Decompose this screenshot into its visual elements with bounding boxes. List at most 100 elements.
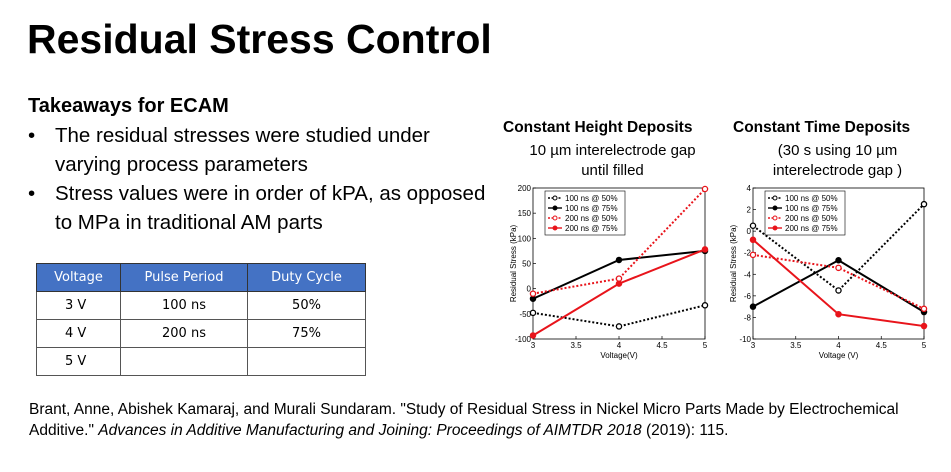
right-chart-data-point — [920, 322, 928, 330]
right-chart-legend-label: 100 ns @ 75% — [785, 204, 838, 213]
left-chart-y-axis-label: Residual Stress (kPa) — [509, 224, 518, 302]
table-cell: 4 V — [36, 319, 121, 348]
left-chart-series-line — [532, 188, 706, 295]
right-chart-legend-marker — [772, 225, 778, 231]
right-chart-y-tick-label: -10 — [739, 335, 751, 344]
left-chart-legend-marker — [552, 195, 558, 201]
bullet-item: The residual stresses were studied under… — [28, 121, 488, 179]
left-chart-legend-marker — [552, 215, 558, 221]
left-chart-y-tick-label: 200 — [518, 184, 532, 193]
left-chart-legend-marker — [552, 205, 558, 211]
right-chart-x-tick-label: 4 — [836, 341, 841, 350]
left-chart-y-tick-label: 150 — [518, 209, 532, 218]
left-chart-subtitle-line: until filled — [581, 162, 644, 179]
left-chart-title: Constant Height Deposits — [503, 119, 693, 136]
table-cell — [247, 347, 366, 376]
table-row: 3 V 100 ns 50% — [36, 291, 366, 320]
left-chart-legend-marker — [552, 225, 558, 231]
right-chart-x-tick-label: 3 — [751, 341, 756, 350]
table-header-cell: Duty Cycle — [247, 263, 366, 292]
left-chart-y-tick-label: -50 — [519, 310, 531, 319]
table-row: 5 V — [36, 347, 366, 376]
takeaways-block: Takeaways for ECAM The residual stresses… — [28, 93, 488, 237]
right-chart-y-tick-label: -8 — [744, 313, 752, 322]
left-chart-data-point — [615, 256, 623, 264]
right-chart-title: Constant Time Deposits — [733, 119, 911, 136]
right-chart-x-tick-label: 3.5 — [790, 341, 802, 350]
table-cell: 200 ns — [120, 319, 248, 348]
left-chart-legend-label: 100 ns @ 50% — [565, 194, 618, 203]
table-header-cell: Voltage — [36, 263, 121, 292]
table-cell: 5 V — [36, 347, 121, 376]
right-chart-data-point — [920, 200, 928, 208]
left-chart-x-tick-label: 3.5 — [570, 341, 582, 350]
left-chart-legend-label: 100 ns @ 75% — [565, 204, 618, 213]
left-chart-x-tick-label: 4 — [617, 341, 622, 350]
table-cell: 3 V — [36, 291, 121, 320]
right-chart-y-tick-label: -6 — [744, 292, 752, 301]
citation-year: (2019): 115. — [641, 422, 729, 439]
table-cell — [120, 347, 248, 376]
table-cell: 75% — [247, 319, 366, 348]
left-chart-y-tick-label: 50 — [522, 260, 531, 269]
bullet-list: The residual stresses were studied under… — [28, 121, 488, 237]
left-chart-y-tick-label: -100 — [515, 335, 532, 344]
right-chart-data-point — [835, 310, 842, 318]
table-cell: 50% — [247, 291, 366, 320]
right-chart-x-tick-label: 5 — [922, 341, 927, 350]
left-chart-legend-label: 200 ns @ 75% — [565, 224, 618, 233]
left-chart-data-point — [529, 332, 537, 339]
right-chart-data-point — [749, 251, 757, 259]
left-chart-x-tick-label: 3 — [531, 341, 536, 350]
right-chart-legend-label: 200 ns @ 50% — [785, 214, 838, 223]
left-chart-data-point — [701, 246, 709, 253]
right-chart-legend-label: 200 ns @ 75% — [785, 224, 838, 233]
right-chart-subtitle-line: interelectrode gap ) — [772, 162, 903, 179]
right-chart-legend-marker — [772, 215, 778, 221]
right-chart-subtitle-line: (30 s using 10 µm — [777, 142, 898, 159]
takeaways-heading: Takeaways for ECAM — [28, 95, 229, 117]
left-chart-data-point — [529, 309, 537, 317]
citation-journal: Advances in Additive Manufacturing and J… — [98, 422, 642, 439]
right-chart-x-tick-label: 4.5 — [876, 341, 888, 350]
table-header-cell: Pulse Period — [120, 263, 248, 292]
left-chart-x-tick-label: 5 — [703, 341, 708, 350]
table-cell: 100 ns — [120, 291, 248, 320]
right-chart-y-tick-label: 2 — [747, 206, 752, 215]
right-chart-data-point — [749, 303, 757, 310]
right-chart-y-tick-label: -4 — [744, 270, 752, 279]
right-chart-y-tick-label: -2 — [744, 249, 752, 258]
left-chart-subtitle: 10 µm interelectrode gap until filled — [500, 141, 725, 181]
slide-title: Residual Stress Control — [27, 16, 492, 62]
citation: Brant, Anne, Abishek Kamaraj, and Murali… — [29, 399, 929, 441]
left-chart-data-point — [615, 280, 623, 287]
right-chart-legend-marker — [772, 205, 778, 211]
left-chart-x-axis-label: Voltage(V) — [600, 351, 638, 360]
right-chart-data-point — [835, 287, 842, 294]
right-chart-data-point — [920, 305, 928, 313]
table-header-row: Voltage Pulse Period Duty Cycle — [36, 263, 366, 292]
right-chart-x-axis-label: Voltage (V) — [819, 351, 859, 360]
left-chart-x-tick-label: 4.5 — [656, 341, 668, 350]
right-chart-series-line — [752, 253, 925, 310]
right-chart-legend-marker — [772, 195, 778, 201]
right-chart-data-point — [749, 222, 757, 230]
left-chart-data-point — [615, 323, 623, 330]
right-chart-data-point — [749, 236, 757, 244]
left-chart-data-point — [529, 290, 537, 297]
right-chart-y-axis-label: Residual Stress (kPa) — [729, 224, 738, 302]
right-chart-data-point — [835, 257, 842, 264]
bullet-item: Stress values were in order of kPA, as o… — [28, 179, 488, 237]
left-chart-subtitle-line: 10 µm interelectrode gap — [529, 142, 696, 159]
right-chart-legend-label: 100 ns @ 50% — [785, 194, 838, 203]
parameter-table: Voltage Pulse Period Duty Cycle 3 V 100 … — [36, 263, 366, 376]
left-chart-legend-label: 200 ns @ 50% — [565, 214, 618, 223]
right-chart-data-point — [835, 264, 842, 272]
right-chart-y-tick-label: 4 — [747, 184, 752, 193]
right-chart-subtitle: (30 s using 10 µm interelectrode gap ) — [735, 141, 940, 181]
left-chart-data-point — [701, 185, 709, 193]
left-chart-y-tick-label: 0 — [527, 285, 532, 294]
right-chart-y-tick-label: 0 — [747, 227, 752, 236]
